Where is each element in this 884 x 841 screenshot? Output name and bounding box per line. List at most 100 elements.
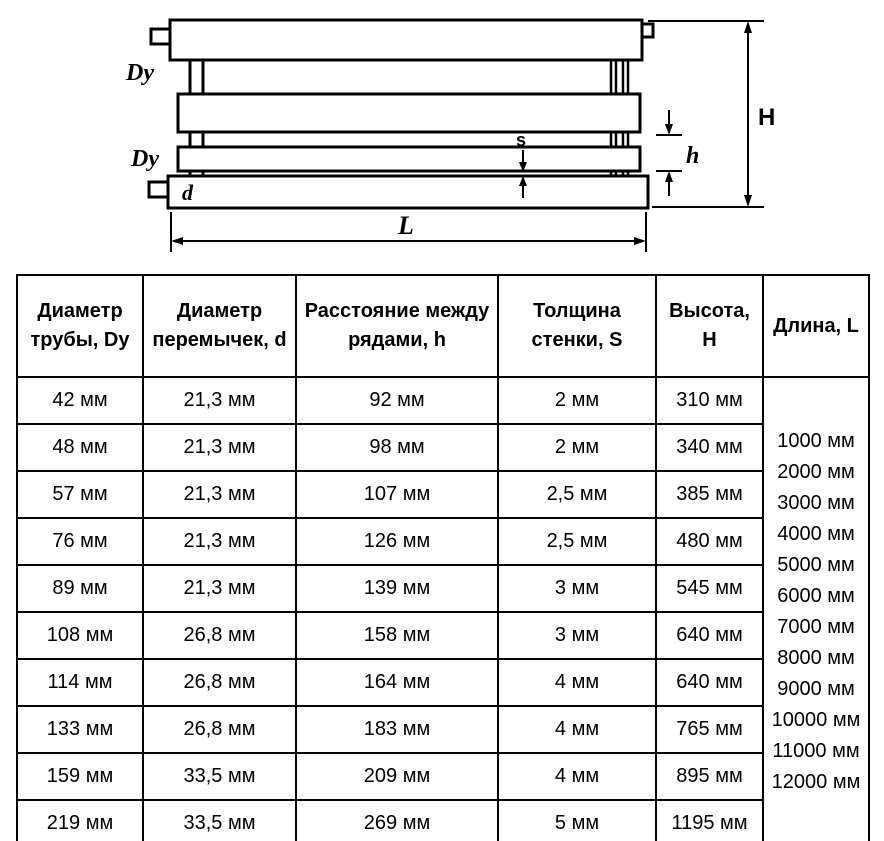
column-header-wall-thickness: Толщина стенки, S: [497, 274, 657, 378]
table-row: 57 мм 21,3 мм 107 мм 2,5 мм 385 мм: [16, 470, 869, 519]
label-L: L: [397, 211, 414, 240]
label-s: s: [516, 130, 526, 150]
table-cell: 219 мм: [16, 799, 144, 841]
dimension-L: L: [170, 211, 647, 252]
header-row: Диаметр трубы, Dy Диаметр перемычек, d Р…: [16, 274, 870, 378]
table-cell: 139 мм: [295, 564, 499, 613]
length-value: 9000 мм: [777, 678, 855, 700]
table-cell: 4 мм: [497, 658, 657, 707]
table-cell: 480 мм: [655, 517, 764, 566]
table-cell: 2,5 мм: [497, 517, 657, 566]
pipe-row-3: [176, 145, 642, 173]
length-value: 11000 мм: [772, 740, 860, 762]
table-cell: 107 мм: [295, 470, 499, 519]
label-dy-top: Dy: [125, 60, 154, 86]
table-cell: 545 мм: [655, 564, 764, 613]
dimension-H: H: [648, 20, 775, 208]
table-cell: 159 мм: [16, 752, 144, 801]
table-cell: 33,5 мм: [142, 799, 297, 841]
table-cell: 57 мм: [16, 470, 144, 519]
label-dy-bottom: Dy: [130, 146, 159, 172]
length-value: 3000 мм: [777, 492, 855, 514]
table-cell: 92 мм: [295, 376, 499, 425]
table-cell: 2 мм: [497, 423, 657, 472]
table-cell: 3 мм: [497, 564, 657, 613]
label-H: H: [758, 104, 775, 131]
table-row: 108 мм 26,8 мм 158 мм 3 мм 640 мм: [16, 611, 869, 660]
table-cell: 158 мм: [295, 611, 499, 660]
length-value: 6000 мм: [777, 585, 855, 607]
length-value: 10000 мм: [771, 709, 861, 731]
table-cell: 26,8 мм: [142, 705, 297, 754]
table-row: 48 мм 21,3 мм 98 мм 2 мм 340 мм: [16, 423, 869, 472]
table-cell: 269 мм: [295, 799, 499, 841]
table-row: 219 мм 33,5 мм 269 мм 5 мм 1195 мм: [16, 799, 869, 841]
table-cell: 385 мм: [655, 470, 764, 519]
length-value: 1000 мм: [777, 430, 855, 452]
table-cell: 42 мм: [16, 376, 144, 425]
table-cell: 26,8 мм: [142, 611, 297, 660]
spec-table: Диаметр трубы, Dy Диаметр перемычек, d Р…: [16, 274, 870, 841]
table-cell: 310 мм: [655, 376, 764, 425]
spec-table-container: Диаметр трубы, Dy Диаметр перемычек, d Р…: [0, 268, 884, 841]
table-row: 42 мм 21,3 мм 92 мм 2 мм 310 мм 1000 мм …: [16, 376, 870, 841]
length-value: 5000 мм: [777, 554, 855, 576]
table-cell: 2,5 мм: [497, 470, 657, 519]
table-cell: 21,3 мм: [142, 470, 297, 519]
column-header-pipe-diameter: Диаметр трубы, Dy: [16, 274, 144, 378]
register-diagram: Dy Dy d s h: [0, 0, 884, 268]
table-cell: 765 мм: [655, 705, 764, 754]
stub-bottom-left: [147, 180, 171, 199]
column-header-length: Длина, L: [762, 274, 870, 378]
table-cell: 164 мм: [295, 658, 499, 707]
length-value: 8000 мм: [777, 647, 855, 669]
table-cell: 640 мм: [655, 611, 764, 660]
length-value: 12000 мм: [771, 771, 861, 793]
table-cell: 2 мм: [497, 376, 657, 425]
table-cell: 76 мм: [16, 517, 144, 566]
table-row: 76 мм 21,3 мм 126 мм 2,5 мм 480 мм: [16, 517, 869, 566]
pipe-row-4: [166, 174, 650, 210]
table-cell: 126 мм: [295, 517, 499, 566]
column-header-row-spacing: Расстояние между рядами, h: [295, 274, 499, 378]
table-row: 133 мм 26,8 мм 183 мм 4 мм 765 мм: [16, 705, 869, 754]
pipe-row-1: [168, 18, 644, 62]
table-cell: 21,3 мм: [142, 517, 297, 566]
table-cell: 3 мм: [497, 611, 657, 660]
table-cell: 48 мм: [16, 423, 144, 472]
table-cell: 21,3 мм: [142, 564, 297, 613]
table-cell: 895 мм: [655, 752, 764, 801]
stub-top-left: [149, 27, 173, 46]
dimension-h: h: [656, 110, 699, 196]
table-cell: 98 мм: [295, 423, 499, 472]
table-cell: 1195 мм: [655, 799, 764, 841]
label-d: d: [182, 180, 194, 205]
table-cell: 209 мм: [295, 752, 499, 801]
column-header-jumper-diameter: Диаметр перемычек, d: [142, 274, 297, 378]
length-value: 4000 мм: [777, 523, 855, 545]
table-cell: 33,5 мм: [142, 752, 297, 801]
table-cell: 108 мм: [16, 611, 144, 660]
dimension-s: s: [516, 130, 527, 198]
table-cell: 21,3 мм: [142, 376, 297, 425]
table-cell: 21,3 мм: [142, 423, 297, 472]
table-cell: 640 мм: [655, 658, 764, 707]
length-value: 7000 мм: [777, 616, 855, 638]
table-cell: 114 мм: [16, 658, 144, 707]
table-cell: 4 мм: [497, 705, 657, 754]
table-cell: 4 мм: [497, 752, 657, 801]
table-row: 114 мм 26,8 мм 164 мм 4 мм 640 мм: [16, 658, 869, 707]
table-cell: 89 мм: [16, 564, 144, 613]
table-row: 89 мм 21,3 мм 139 мм 3 мм 545 мм: [16, 564, 869, 613]
table-row: 159 мм 33,5 мм 209 мм 4 мм 895 мм: [16, 752, 869, 801]
column-header-height: Высота, H: [655, 274, 764, 378]
table-cell: 133 мм: [16, 705, 144, 754]
table-cell: 5 мм: [497, 799, 657, 841]
length-values-cell: 1000 мм 2000 мм 3000 мм 4000 мм 5000 мм …: [762, 376, 870, 841]
register-drawing-svg: Dy Dy d s h: [125, 18, 775, 252]
table-cell: 340 мм: [655, 423, 764, 472]
length-value: 2000 мм: [777, 461, 855, 483]
table-cell: 26,8 мм: [142, 658, 297, 707]
pipe-row-2: [176, 92, 642, 134]
